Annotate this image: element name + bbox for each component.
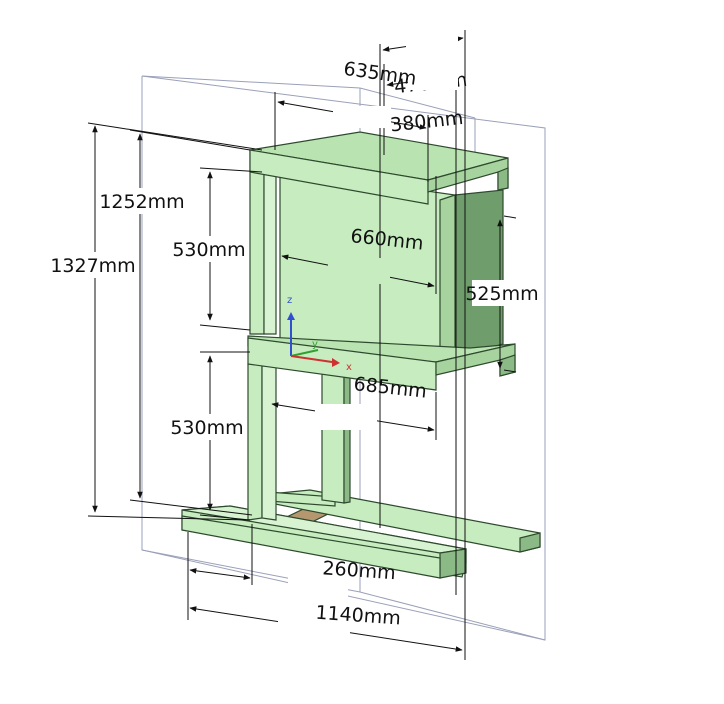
axis-gizmo: z y x [287,295,352,373]
dim-525: 525mm [465,283,538,305]
dim-530-lower: 530mm [170,417,243,439]
cabinet-body [247,131,516,391]
x-axis-label: x [346,362,352,373]
z-axis-label: z [287,295,292,306]
x-axis [290,355,333,363]
dim-1327: 1327mm [50,255,135,277]
dim-380: 380mm [389,107,464,137]
y-axis [290,349,319,357]
dimension-labels: 470mm 380mm 635mm 1252mm 1327mm 530mm 66… [50,30,539,644]
y-axis-label: y [312,339,318,350]
dim-1252: 1252mm [99,191,184,213]
dim-530-upper: 530mm [172,239,245,261]
dim-260: 260mm [322,557,397,584]
